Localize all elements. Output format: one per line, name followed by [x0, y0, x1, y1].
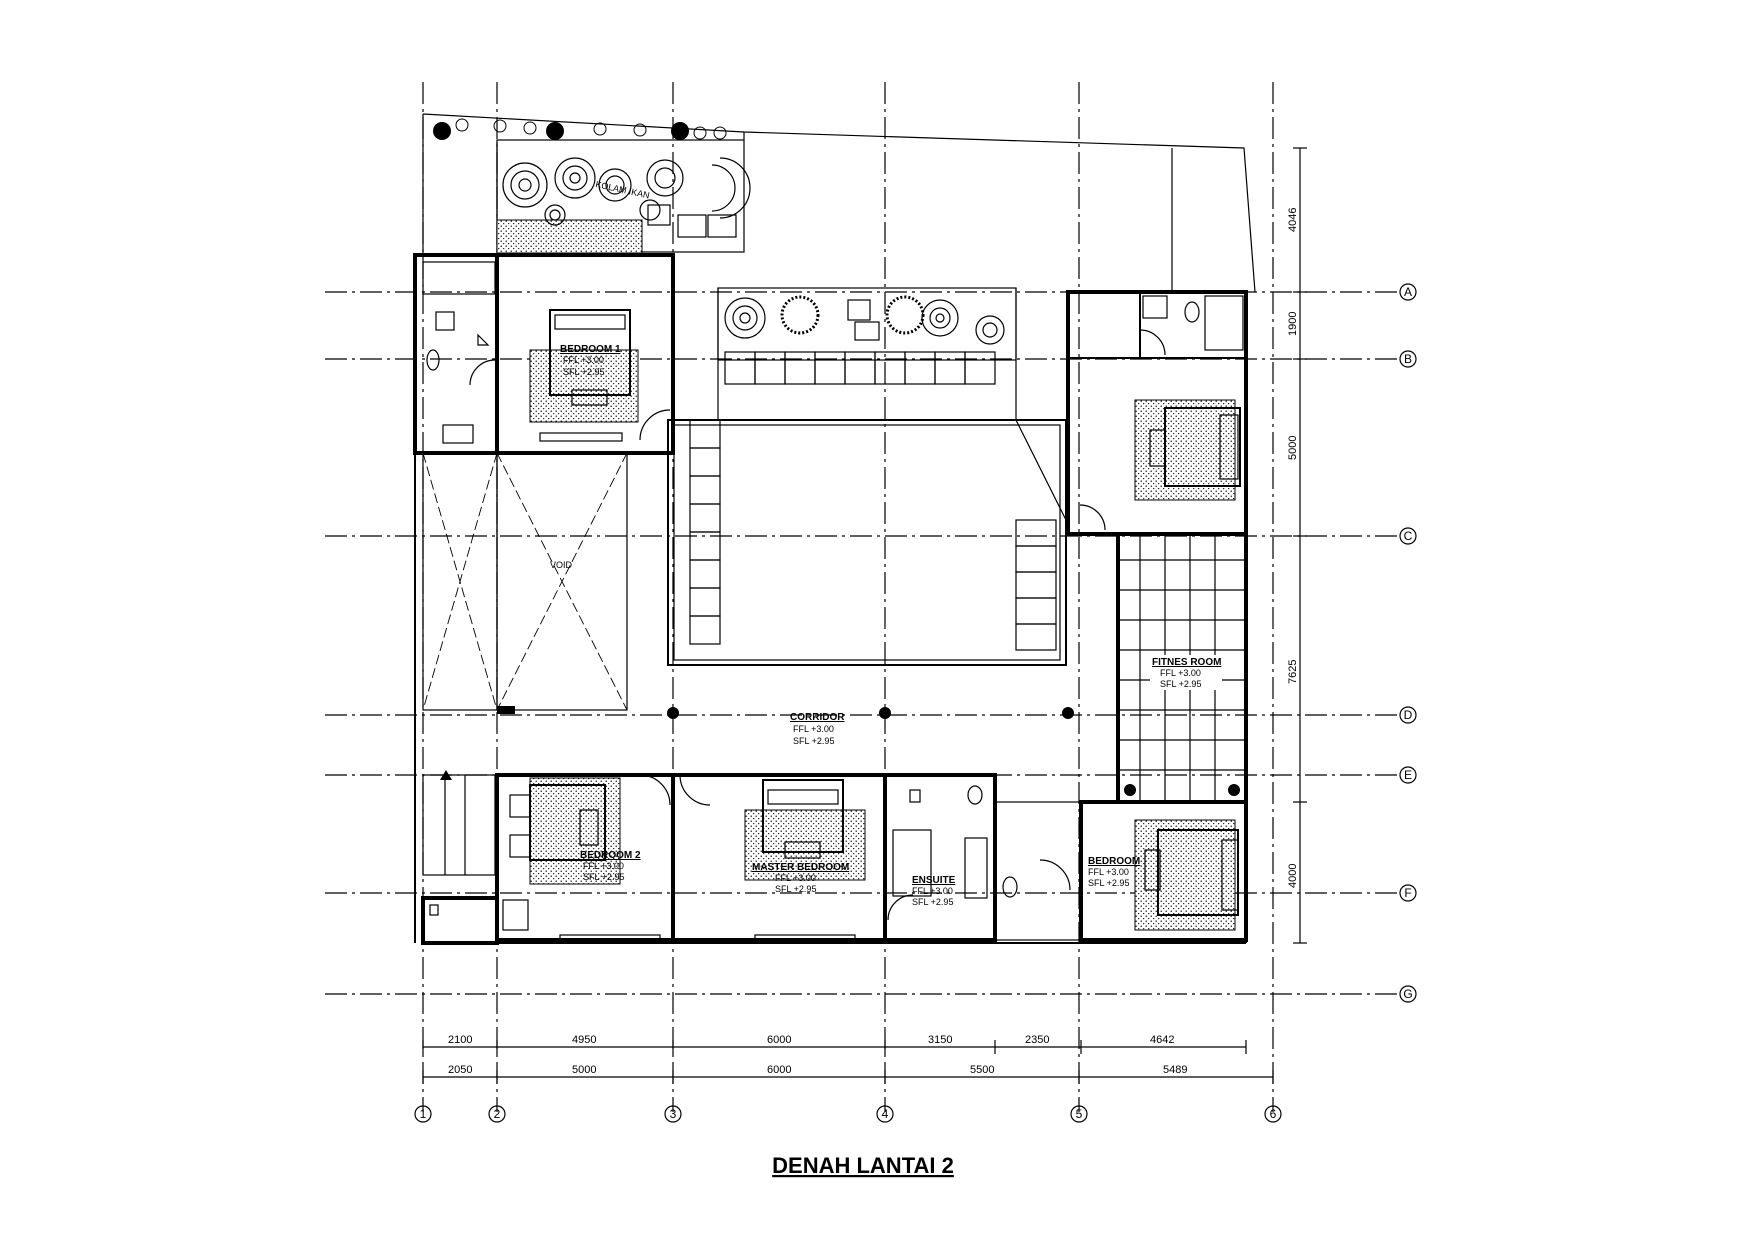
bedroom-bottom-right: BEDROOM FFL +3.00 SFL +2.95	[994, 800, 1248, 942]
bedroom-1-ffl: FFL +3.00	[563, 355, 604, 365]
outer-boundary	[414, 453, 1247, 944]
bedroom-2-ffl: FFL +3.00	[583, 861, 624, 871]
axis-e: E	[1404, 768, 1412, 782]
axis-b: B	[1404, 352, 1412, 366]
axis-6: 6	[1270, 1107, 1277, 1121]
corridor-sfl: SFL +2.95	[793, 736, 834, 746]
bedroom-top-right	[1066, 290, 1248, 536]
dim-b1-4: 2350	[1025, 1034, 1049, 1046]
drawing-title: DENAH LANTAI 2	[772, 1153, 954, 1178]
pond-label: KOLAM IKAN	[595, 179, 651, 200]
axis-g: G	[1403, 987, 1412, 1001]
void-label: VOID	[550, 560, 573, 570]
dim-r-0: 4046	[1287, 208, 1299, 232]
dim-b2-2: 6000	[767, 1064, 791, 1076]
axis-1: 1	[420, 1107, 427, 1121]
axis-a: A	[1404, 285, 1412, 299]
ensuite-sfl: SFL +2.95	[912, 897, 953, 907]
ensuite-name: ENSUITE	[912, 875, 956, 886]
small-bath-left	[421, 896, 499, 945]
bedroom-2-block: BEDROOM 2 FFL +3.00 SFL +2.95	[495, 773, 675, 942]
bedroom-2-name: BEDROOM 2	[580, 850, 641, 861]
bedroom-name: BEDROOM	[1088, 856, 1140, 867]
grid-lines	[325, 82, 1398, 1112]
bedroom-1-name: BEDROOM 1	[560, 344, 621, 355]
axis-d: D	[1404, 708, 1413, 722]
void-area: VOID	[422, 452, 628, 714]
master-bedroom-sfl: SFL +2.95	[775, 884, 816, 894]
dimensions-bottom: 2100 4950 6000 3150 2350 4642 2050 5000 …	[422, 1034, 1274, 1084]
tree-icons	[433, 118, 727, 140]
bedroom-sfl: SFL +2.95	[1088, 878, 1129, 888]
corridor-ffl: FFL +3.00	[793, 724, 834, 734]
ensuite-ffl: FFL +3.00	[912, 886, 953, 896]
dim-b1-2: 6000	[767, 1034, 791, 1046]
fitness-room: FITNES ROOM FFL +3.00 SFL +2.95	[1116, 532, 1248, 804]
axis-bubbles-horizontal: A B C D E F G	[1399, 283, 1417, 1003]
stairs-left	[422, 770, 496, 876]
ensuite-block: ENSUITE FFL +3.00 SFL +2.95	[883, 773, 997, 942]
fish-pond: KOLAM IKAN	[496, 139, 751, 254]
dim-b1-1: 4950	[572, 1034, 596, 1046]
corridor-name: CORRIDOR	[790, 712, 845, 723]
dim-r-4: 4000	[1287, 864, 1299, 888]
bedroom-1-block: BEDROOM 1 FFL +3.00 SFL +2.95	[413, 253, 675, 455]
dim-r-2: 5000	[1287, 436, 1299, 460]
courtyard	[667, 287, 1067, 666]
axis-bubbles-vertical: 1 2 3 4 5 6	[414, 1105, 1282, 1123]
dim-r-3: 7625	[1287, 660, 1299, 684]
dim-b2-0: 2050	[448, 1064, 472, 1076]
bedroom-ffl: FFL +3.00	[1088, 867, 1129, 877]
dim-b2-3: 5500	[970, 1064, 994, 1076]
axis-2: 2	[494, 1107, 501, 1121]
terrace-outline	[422, 113, 1256, 293]
dim-b1-0: 2100	[448, 1034, 472, 1046]
bedroom-2-sfl: SFL +2.95	[583, 872, 624, 882]
dim-b1-5: 4642	[1150, 1034, 1174, 1046]
fitness-room-sfl: SFL +2.95	[1160, 679, 1201, 689]
master-bedroom-name: MASTER BEDROOM	[752, 862, 849, 873]
dim-b2-4: 5489	[1163, 1064, 1187, 1076]
axis-f: F	[1404, 886, 1411, 900]
dim-b2-1: 5000	[572, 1064, 596, 1076]
corridor: CORRIDOR FFL +3.00 SFL +2.95	[667, 707, 1074, 746]
dim-b1-3: 3150	[928, 1034, 952, 1046]
fitness-room-name: FITNES ROOM	[1152, 657, 1221, 668]
master-bedroom-ffl: FFL +3.00	[775, 873, 816, 883]
axis-4: 4	[882, 1107, 889, 1121]
dimensions-right: 4046 1900 5000 7625 4000	[1287, 147, 1307, 944]
axis-5: 5	[1076, 1107, 1083, 1121]
dim-r-1: 1900	[1287, 312, 1299, 336]
master-bedroom-block: MASTER BEDROOM FFL +3.00 SFL +2.95	[671, 773, 887, 942]
axis-c: C	[1404, 529, 1413, 543]
fitness-room-ffl: FFL +3.00	[1160, 668, 1201, 678]
axis-3: 3	[670, 1107, 677, 1121]
bedroom-1-sfl: SFL +2.95	[563, 367, 604, 377]
